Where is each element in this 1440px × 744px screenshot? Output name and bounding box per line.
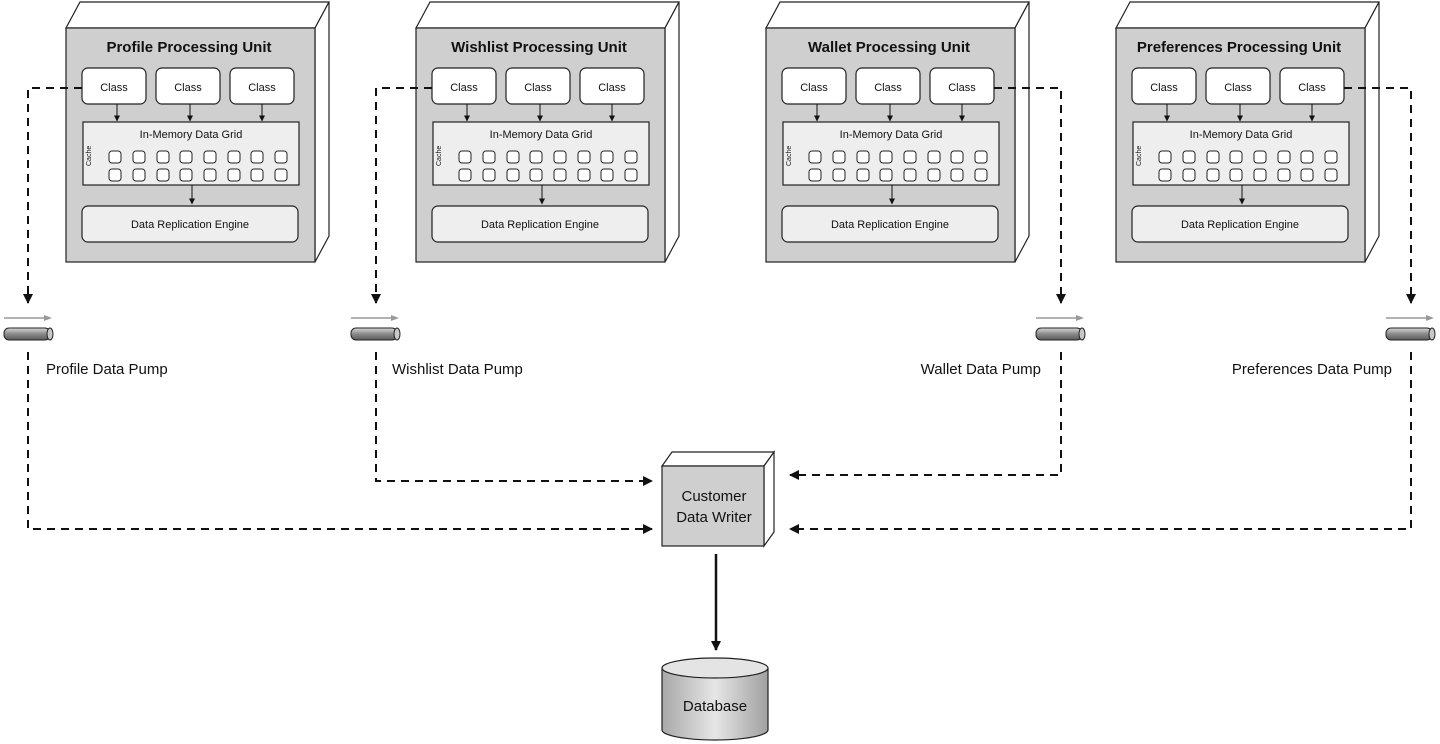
- grid-title: In-Memory Data Grid: [840, 129, 943, 141]
- class-label: Class: [800, 82, 828, 94]
- class-label: Class: [100, 82, 128, 94]
- in-memory-data-grid: In-Memory Data Grid Cache: [82, 121, 300, 186]
- wishlist-pump-label: Wishlist Data Pump: [392, 361, 523, 378]
- grid-title: In-Memory Data Grid: [490, 129, 593, 141]
- class-label: Class: [948, 82, 976, 94]
- class-label: Class: [248, 82, 276, 94]
- customer-data-writer: Customer Data Writer: [660, 450, 776, 548]
- class-label: Class: [874, 82, 902, 94]
- class-box: Class: [505, 67, 571, 105]
- engine-label: Data Replication Engine: [1181, 219, 1299, 231]
- database-label: Database: [683, 698, 747, 715]
- class-box: Class: [81, 67, 147, 105]
- class-box: Class: [579, 67, 645, 105]
- cache-cells: [808, 150, 988, 182]
- profile-pump-label: Profile Data Pump: [46, 361, 168, 378]
- cache-label: Cache: [86, 146, 93, 166]
- profile-pump-to-writer-arrow: [27, 352, 653, 534]
- profile-unit-to-pump-arrow: [23, 87, 82, 304]
- processing-unit-title: Profile Processing Unit: [106, 39, 271, 56]
- preferences-unit-to-pump-arrow: [1344, 87, 1416, 304]
- class-label: Class: [524, 82, 552, 94]
- writer-label-line2: Data Writer: [676, 509, 752, 526]
- grid-title: In-Memory Data Grid: [140, 129, 243, 141]
- class-box: Class: [155, 67, 221, 105]
- processing-unit: Preferences Processing Unit Class Class …: [1114, 1, 1381, 263]
- data-replication-engine: Data Replication Engine: [1131, 205, 1349, 243]
- wallet-pump-label: Wallet Data Pump: [921, 361, 1041, 378]
- data-pump-pipe: [1385, 315, 1436, 341]
- grid-title: In-Memory Data Grid: [1190, 129, 1293, 141]
- wishlist-pump-to-writer-arrow: [375, 352, 653, 486]
- processing-unit-title: Wishlist Processing Unit: [451, 39, 627, 56]
- in-memory-data-grid: In-Memory Data Grid Cache: [1132, 121, 1350, 186]
- data-pump-pipe: [3, 315, 54, 341]
- engine-label: Data Replication Engine: [831, 219, 949, 231]
- class-box: Class: [1131, 67, 1197, 105]
- class-box: Class: [1205, 67, 1271, 105]
- in-memory-data-grid: In-Memory Data Grid Cache: [782, 121, 1000, 186]
- wallet-unit-to-pump-arrow: [994, 87, 1066, 304]
- class-label: Class: [1150, 82, 1178, 94]
- cache-cells: [458, 150, 638, 182]
- class-label: Class: [450, 82, 478, 94]
- data-replication-engine: Data Replication Engine: [431, 205, 649, 243]
- class-box: Class: [431, 67, 497, 105]
- processing-unit: Wallet Processing Unit Class Class Class…: [764, 1, 1031, 263]
- data-replication-engine: Data Replication Engine: [781, 205, 999, 243]
- unit-to-pump-connectors: [23, 87, 1416, 304]
- database-cylinder: Database: [661, 657, 769, 741]
- class-box: Class: [855, 67, 921, 105]
- class-box: Class: [929, 67, 995, 105]
- cache-cells: [1158, 150, 1338, 182]
- class-box: Class: [781, 67, 847, 105]
- cache-label: Cache: [1136, 146, 1143, 166]
- cache-label: Cache: [786, 146, 793, 166]
- pump-to-writer-connectors: [27, 352, 1412, 534]
- processing-unit-title: Wallet Processing Unit: [808, 39, 970, 56]
- class-label: Class: [598, 82, 626, 94]
- processing-unit: Wishlist Processing Unit Class Class Cla…: [414, 1, 681, 263]
- cache-label: Cache: [436, 146, 443, 166]
- class-label: Class: [1224, 82, 1252, 94]
- class-label: Class: [1298, 82, 1326, 94]
- engine-label: Data Replication Engine: [131, 219, 249, 231]
- processing-unit-title: Preferences Processing Unit: [1137, 39, 1341, 56]
- preferences-pump-to-writer-arrow: [789, 352, 1412, 534]
- in-memory-data-grid: In-Memory Data Grid Cache: [432, 121, 650, 186]
- engine-label: Data Replication Engine: [481, 219, 599, 231]
- cache-cells: [108, 150, 288, 182]
- class-box: Class: [1279, 67, 1345, 105]
- data-replication-engine: Data Replication Engine: [81, 205, 299, 243]
- class-label: Class: [174, 82, 202, 94]
- preferences-pump-label: Preferences Data Pump: [1232, 361, 1392, 378]
- wishlist-unit-to-pump-arrow: [371, 87, 432, 304]
- data-pump-pipe: [350, 315, 401, 341]
- class-box: Class: [229, 67, 295, 105]
- writer-label-line1: Customer: [681, 488, 746, 505]
- processing-unit: Profile Processing Unit Class Class Clas…: [64, 1, 331, 263]
- data-pump-pipe: [1035, 315, 1086, 341]
